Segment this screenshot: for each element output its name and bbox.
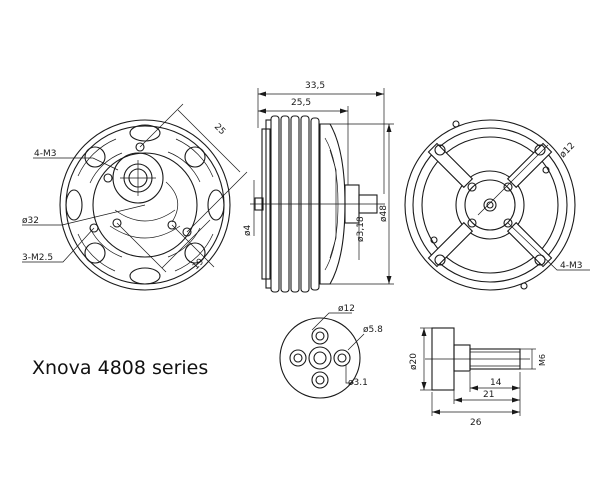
front-dim-19-label: 19 xyxy=(191,257,206,272)
front-small-holes-label: 3-M2.5 xyxy=(22,253,53,263)
adapter-thread-label: M6 xyxy=(538,354,547,366)
side-shaft-diameter-label: ø4 xyxy=(243,224,253,236)
adapter-diameter-5-8-label: ø5.8 xyxy=(363,325,383,335)
side-body-length-label: 25,5 xyxy=(291,98,311,108)
adapter-len-14-label: 14 xyxy=(490,378,502,388)
front-diameter-label: ø32 xyxy=(22,216,39,226)
front-thread-holes-label: 4-M3 xyxy=(34,149,56,159)
adapter-len-26-label: 26 xyxy=(470,418,482,428)
adapter-diameter-12-label: ø12 xyxy=(338,304,355,314)
side-outer-diameter-label: ø48 xyxy=(379,205,389,222)
side-view xyxy=(250,88,394,293)
front-view xyxy=(22,103,248,291)
adapter-len-21-label: 21 xyxy=(483,390,494,400)
adapter-base-diameter-label: ø20 xyxy=(409,353,419,370)
side-overall-length-label: 33,5 xyxy=(305,81,325,91)
back-thread-holes-label: 4-M3 xyxy=(560,261,582,271)
adapter-diameter-3-1-label: ø3.1 xyxy=(348,378,368,388)
front-dim-25-label: 25 xyxy=(212,122,227,137)
side-bearing-diameter-label: ø3,18 xyxy=(356,216,366,242)
back-center-diameter-label: ø12 xyxy=(558,141,577,160)
back-view xyxy=(404,119,590,291)
prop-adapter-side-view xyxy=(420,327,536,416)
drawing-title: Xnova 4808 series xyxy=(32,357,208,379)
prop-adapter-front-view xyxy=(279,312,365,399)
